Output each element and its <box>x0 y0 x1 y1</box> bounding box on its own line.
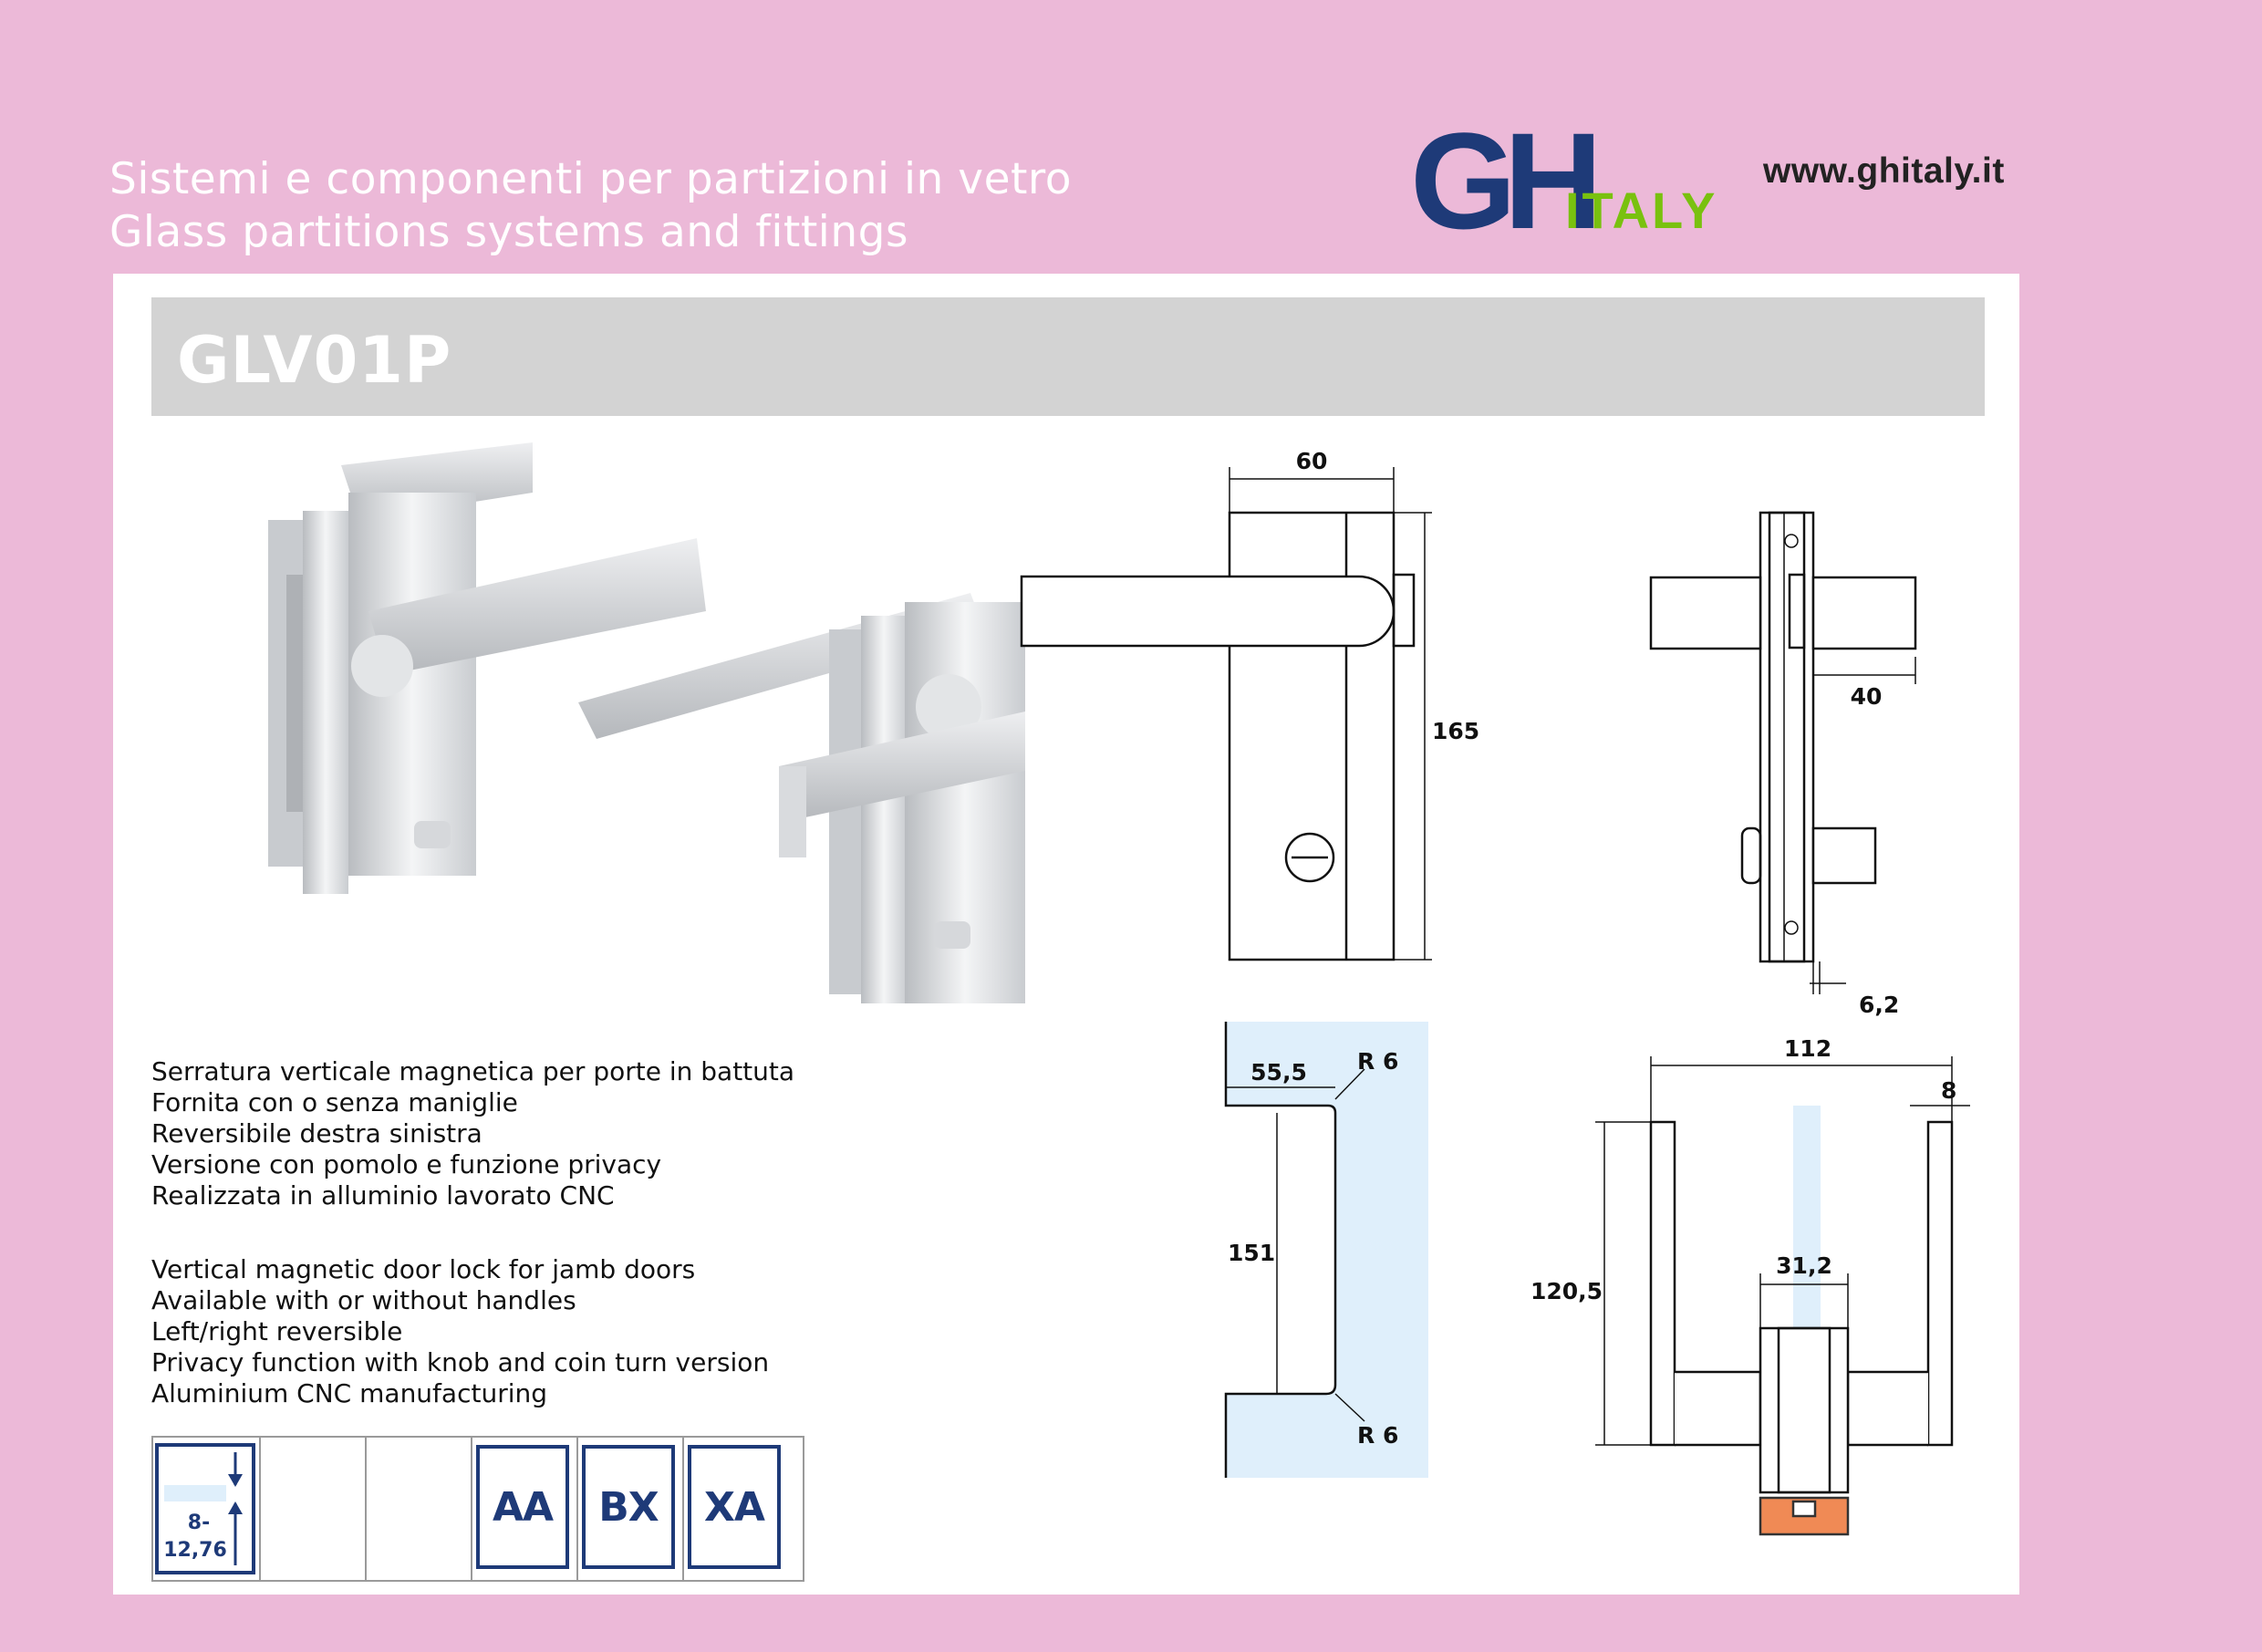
description-english: Vertical magnetic door lock for jamb doo… <box>151 1254 769 1409</box>
technical-drawings: 60 165 40 6,2 55,5 R 6 151 R 6 112 8 120… <box>1020 448 1970 1536</box>
lock-right <box>578 593 1025 1003</box>
dim-side-depth: 40 <box>1851 683 1883 710</box>
glass-thickness-icon: 8- 12,76 <box>155 1443 255 1574</box>
product-photo <box>268 442 1025 1003</box>
finish-cell: AA <box>471 1438 578 1580</box>
desc-it-line: Reversibile destra sinistra <box>151 1118 482 1148</box>
finish-code-bx: BX <box>582 1445 675 1569</box>
desc-it-line: Versione con pomolo e funzione privacy <box>151 1149 662 1179</box>
desc-en-line: Available with or without handles <box>151 1285 576 1315</box>
lock-left <box>268 442 706 894</box>
dimension-labels: 60 165 40 6,2 55,5 R 6 151 R 6 112 8 120… <box>1228 448 1956 1449</box>
finish-code-aa: AA <box>476 1445 569 1569</box>
dim-cutout-height: 151 <box>1228 1240 1275 1266</box>
glass-thickness-line1: 8- <box>188 1512 210 1534</box>
empty-cell <box>259 1438 367 1580</box>
finish-cell: BX <box>576 1438 684 1580</box>
desc-en-line: Vertical magnetic door lock for jamb doo… <box>151 1254 696 1284</box>
finish-code-xa: XA <box>688 1445 781 1569</box>
dim-side-gap: 6,2 <box>1859 992 1899 1018</box>
top-view <box>1595 1056 1970 1536</box>
dim-cutout-radius-top: R 6 <box>1357 1048 1398 1075</box>
side-view <box>1649 511 1917 994</box>
description-italian: Serratura verticale magnetica per porte … <box>151 1056 794 1211</box>
tagline-italian: Sistemi e componenti per partizioni in v… <box>109 154 1072 204</box>
dim-front-height: 165 <box>1432 718 1479 744</box>
cutout-view <box>1224 1022 1428 1478</box>
product-code: GLV01P <box>177 323 452 398</box>
desc-en-line: Privacy function with knob and coin turn… <box>151 1347 770 1377</box>
dim-top-handle: 8 <box>1941 1077 1956 1104</box>
dim-cutout-radius-bottom: R 6 <box>1357 1422 1398 1449</box>
codes-table: 8- 12,76 AA BX XA <box>151 1436 804 1582</box>
logo-sub-text: ITALY <box>1565 182 1717 237</box>
desc-en-line: Left/right reversible <box>151 1316 403 1346</box>
desc-it-line: Fornita con o senza maniglie <box>151 1087 518 1117</box>
desc-en-line: Aluminium CNC manufacturing <box>151 1378 547 1408</box>
glass-thickness-cell: 8- 12,76 <box>153 1438 261 1580</box>
desc-it-line: Realizzata in alluminio lavorato CNC <box>151 1180 615 1210</box>
desc-it-line: Serratura verticale magnetica per porte … <box>151 1056 795 1086</box>
product-title-bar: GLV01P <box>151 297 1985 416</box>
header-taglines: Sistemi e componenti per partizioni in v… <box>109 153 1072 259</box>
website-link[interactable]: www.ghitaly.it <box>1763 151 2005 191</box>
dim-front-width: 60 <box>1296 448 1328 474</box>
glass-thickness-line2: 12,76 <box>163 1539 227 1562</box>
ghitaly-logo[interactable]: GH ITALY <box>1410 109 1738 237</box>
front-view <box>1020 467 1432 961</box>
dim-top-body: 31,2 <box>1776 1252 1832 1279</box>
dim-top-width: 112 <box>1784 1035 1831 1062</box>
empty-cell <box>365 1438 472 1580</box>
dim-top-height: 120,5 <box>1530 1278 1603 1304</box>
product-sheet: GLV01P <box>113 274 2019 1595</box>
tagline-english: Glass partitions systems and fittings <box>109 207 908 257</box>
finish-cell: XA <box>682 1438 801 1580</box>
logo-main-text: GH <box>1410 109 1594 237</box>
dim-cutout-width: 55,5 <box>1250 1059 1307 1086</box>
